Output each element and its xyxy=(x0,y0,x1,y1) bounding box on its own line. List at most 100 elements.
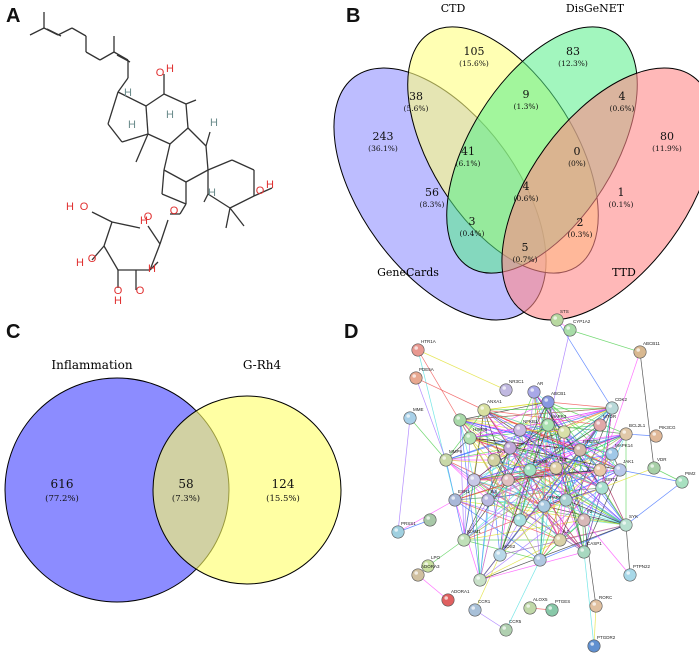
network-node[interactable] xyxy=(513,513,527,527)
network-node-ball[interactable] xyxy=(605,447,619,461)
network-node[interactable]: NR3C1 xyxy=(499,379,524,397)
network-node-ball[interactable] xyxy=(549,461,563,475)
network-node[interactable] xyxy=(559,493,573,507)
network-node[interactable]: PRSS1 xyxy=(391,521,416,539)
network-node[interactable]: ALOX5 xyxy=(523,597,548,615)
network-node[interactable]: STS xyxy=(550,309,569,327)
network-node-ball[interactable] xyxy=(523,601,537,615)
network-node-ball[interactable] xyxy=(595,481,609,495)
network-node-ball[interactable] xyxy=(439,453,453,467)
network-node-ball[interactable] xyxy=(647,461,661,475)
network-node[interactable] xyxy=(473,573,487,587)
network-node-ball[interactable] xyxy=(499,623,513,637)
network-node[interactable]: VDR xyxy=(647,457,667,475)
network-node[interactable] xyxy=(503,441,517,455)
network-node[interactable]: NFKB1 xyxy=(513,419,538,437)
network-node[interactable]: PIM2 xyxy=(675,471,696,489)
network-node-ball[interactable] xyxy=(593,463,607,477)
network-node[interactable]: AR xyxy=(527,381,544,399)
network-node[interactable] xyxy=(423,513,437,527)
network-node[interactable]: PTGDR2 xyxy=(587,635,616,653)
network-node-ball[interactable] xyxy=(423,513,437,527)
network-node-ball[interactable] xyxy=(593,418,607,432)
network-node-ball[interactable] xyxy=(403,411,417,425)
network-node[interactable] xyxy=(453,413,467,427)
network-node-ball[interactable] xyxy=(619,518,633,532)
network-node[interactable]: PIK3CG xyxy=(649,425,676,443)
network-node-ball[interactable] xyxy=(573,443,587,457)
network-node-ball[interactable] xyxy=(587,639,601,653)
network-node-ball[interactable] xyxy=(501,473,515,487)
network-node-ball[interactable] xyxy=(605,401,619,415)
network-node-ball[interactable] xyxy=(675,475,689,489)
network-node-ball[interactable] xyxy=(541,395,555,409)
network-node[interactable]: IL6 xyxy=(481,489,498,507)
network-node-ball[interactable] xyxy=(493,548,507,562)
network-node[interactable]: MME xyxy=(403,407,424,425)
network-node-ball[interactable] xyxy=(468,603,482,617)
network-node[interactable]: LPO xyxy=(421,555,441,573)
network-node-ball[interactable] xyxy=(527,385,541,399)
network-node[interactable]: JAK1 xyxy=(613,459,634,477)
network-node-ball[interactable] xyxy=(457,533,471,547)
network-node-ball[interactable] xyxy=(559,493,573,507)
network-node[interactable] xyxy=(467,473,481,487)
network-node-ball[interactable] xyxy=(499,383,513,397)
network-node-ball[interactable] xyxy=(623,568,637,582)
network-node-ball[interactable] xyxy=(487,453,501,467)
network-node[interactable]: MMP9 xyxy=(439,449,463,467)
network-node-ball[interactable] xyxy=(463,431,477,445)
network-node-ball[interactable] xyxy=(513,423,527,437)
network-node-ball[interactable] xyxy=(553,533,567,547)
network-node-ball[interactable] xyxy=(477,403,491,417)
network-node[interactable]: ESR1 xyxy=(448,489,470,507)
network-node-ball[interactable] xyxy=(545,603,559,617)
network-node-ball[interactable] xyxy=(503,441,517,455)
network-node[interactable]: CDK2 xyxy=(605,397,628,415)
network-node-ball[interactable] xyxy=(613,463,627,477)
network-node[interactable]: CCR5 xyxy=(499,619,522,637)
network-node[interactable] xyxy=(593,463,607,477)
network-node-ball[interactable] xyxy=(589,599,603,613)
network-node-ball[interactable] xyxy=(481,493,495,507)
network-node[interactable]: PTPN22 xyxy=(623,564,651,582)
network-node-ball[interactable] xyxy=(633,345,647,359)
network-node[interactable] xyxy=(533,553,547,567)
network-node[interactable]: PTGES xyxy=(545,599,570,617)
network-node[interactable]: MTOR xyxy=(593,414,617,432)
network-node-ball[interactable] xyxy=(557,425,571,439)
network-node-ball[interactable] xyxy=(411,568,425,582)
network-node[interactable]: ABCB1 xyxy=(541,391,566,409)
network-node[interactable]: RORC xyxy=(589,595,613,613)
network-node[interactable]: IL2 xyxy=(553,529,570,547)
network-node-ball[interactable] xyxy=(537,499,551,513)
network-node-ball[interactable] xyxy=(453,413,467,427)
network-node-ball[interactable] xyxy=(411,343,425,357)
network-node-ball[interactable] xyxy=(441,593,455,607)
network-node[interactable]: ELANE xyxy=(523,459,548,477)
network-node[interactable]: ANXA1 xyxy=(477,399,502,417)
network-node[interactable]: AKT1 xyxy=(487,449,509,467)
network-node[interactable]: NOS2 xyxy=(493,544,516,562)
network-node[interactable]: ADORA3 xyxy=(411,564,440,582)
network-node-ball[interactable] xyxy=(619,427,633,441)
network-node-ball[interactable] xyxy=(467,473,481,487)
network-node[interactable]: F2 xyxy=(577,509,593,527)
network-node-ball[interactable] xyxy=(473,573,487,587)
network-node[interactable]: SYK xyxy=(619,514,638,532)
network-node-ball[interactable] xyxy=(541,418,555,432)
network-node-ball[interactable] xyxy=(523,463,537,477)
network-node[interactable]: CCR1 xyxy=(468,599,491,617)
network-node[interactable]: CASP1 xyxy=(577,541,602,559)
network-node[interactable]: MAPK14 xyxy=(605,443,633,461)
network-node[interactable]: HTR1A xyxy=(411,339,436,357)
network-node[interactable]: HSP90 xyxy=(463,427,488,445)
network-node[interactable]: ADORA1 xyxy=(441,589,470,607)
network-node-ball[interactable] xyxy=(533,553,547,567)
network-node-ball[interactable] xyxy=(577,513,591,527)
network-node[interactable]: BCL2L1 xyxy=(619,423,646,441)
network-node-ball[interactable] xyxy=(513,513,527,527)
network-node-ball[interactable] xyxy=(409,371,423,385)
network-node[interactable]: PDE5A xyxy=(409,367,434,385)
network-node-ball[interactable] xyxy=(391,525,405,539)
